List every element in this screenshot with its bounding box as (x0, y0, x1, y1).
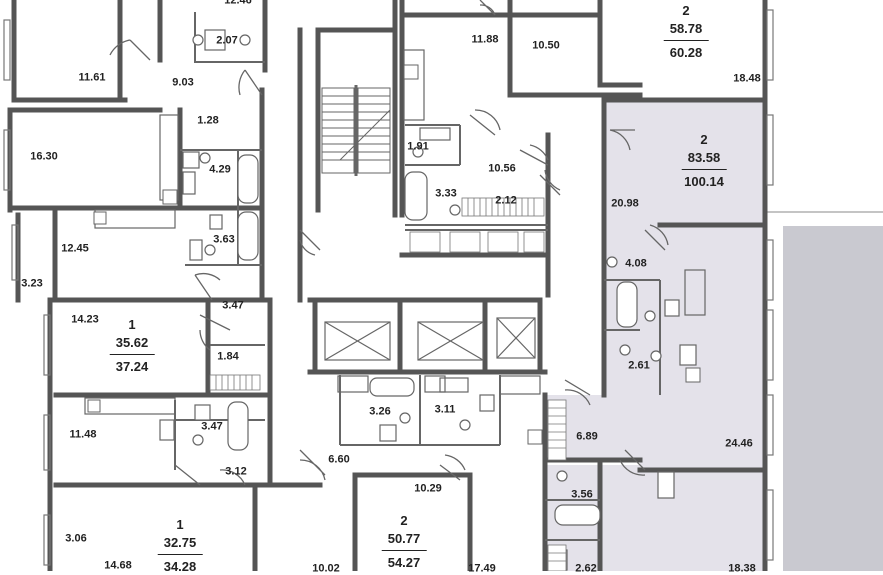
room-area-label: 3.06 (65, 532, 87, 545)
room-area-label: 1.28 (197, 114, 219, 127)
shaft-markers (87, 64, 701, 445)
room-area-label: 12.46 (224, 0, 252, 7)
room-area-label: 10.29 (414, 482, 442, 495)
radiators (209, 197, 567, 571)
apartment-total-area: 37.24 (115, 359, 149, 374)
partitions (174, 12, 661, 541)
room-area-label: 16.30 (30, 150, 58, 163)
room-area-label: 2.61 (628, 359, 650, 372)
apartment-room-count: 1 (128, 317, 136, 332)
apartment-living-area: 35.62 (109, 336, 155, 355)
room-area-label: 3.47 (201, 420, 223, 433)
room-area-label: 10.50 (532, 39, 560, 52)
apartment-living-area: 50.77 (381, 532, 427, 551)
apartment-total-area: 34.28 (163, 559, 197, 574)
room-area-label: 18.38 (728, 562, 756, 575)
room-area-label: 3.23 (21, 277, 43, 290)
apartment-summary[interactable]: 1 35.62 37.24 (109, 317, 155, 374)
room-area-label: 3.63 (213, 233, 235, 246)
room-area-label: 3.11 (434, 403, 456, 416)
apartment-summary[interactable]: 2 50.77 54.27 (381, 513, 427, 570)
room-area-label: 3.56 (571, 488, 593, 501)
staircase (321, 85, 391, 176)
room-area-label: 11.48 (69, 428, 97, 441)
windows (3, 9, 774, 566)
room-area-label: 24.46 (725, 437, 753, 450)
apartment-room-count: 2 (400, 513, 408, 528)
apartment-living-area: 83.58 (681, 151, 727, 170)
room-area-label: 10.02 (312, 562, 340, 575)
elevators (324, 317, 536, 361)
room-area-label: 4.29 (209, 163, 231, 176)
room-area-label: 6.89 (576, 430, 598, 443)
room-area-label: 11.61 (78, 71, 106, 84)
fixtures (159, 29, 697, 571)
room-area-label: 3.33 (435, 187, 457, 200)
room-area-label: 3.12 (225, 465, 247, 478)
room-area-label: 10.56 (488, 162, 516, 175)
apartment-room-count: 2 (682, 3, 690, 18)
apartment-room-count: 1 (176, 517, 184, 532)
room-area-label: 17.49 (468, 562, 496, 575)
apartment-room-count: 2 (700, 132, 708, 147)
room-area-label: 2.12 (495, 194, 517, 207)
room-area-label: 4.08 (625, 257, 647, 270)
room-area-label: 14.68 (104, 559, 132, 572)
room-area-label: 2.62 (575, 562, 597, 575)
room-area-label: 1.91 (407, 140, 429, 153)
apartment-summary[interactable]: 2 83.58 100.14 (681, 132, 727, 189)
kitchen-counters (84, 49, 706, 415)
room-area-label: 12.45 (61, 242, 89, 255)
room-area-label: 14.23 (71, 313, 99, 326)
apartment-living-area: 58.78 (663, 22, 709, 41)
room-area-label: 3.26 (369, 405, 391, 418)
room-area-label: 9.03 (172, 76, 194, 89)
room-area-label: 6.60 (328, 453, 350, 466)
apartment-summary[interactable]: 1 32.75 34.28 (157, 517, 203, 574)
room-area-label: 1.84 (217, 350, 239, 363)
apartment-total-area: 100.14 (684, 174, 724, 189)
doors (109, 0, 669, 486)
room-area-label: 11.88 (471, 33, 499, 46)
apartment-living-area: 32.75 (157, 536, 203, 555)
room-area-label: 2.07 (216, 34, 238, 47)
apartment-total-area: 54.27 (387, 555, 421, 570)
room-area-label: 18.48 (733, 72, 761, 85)
apartment-summary[interactable]: 2 58.78 60.28 (663, 3, 709, 60)
room-area-label: 3.47 (222, 299, 244, 312)
room-area-label: 20.98 (611, 197, 639, 210)
apartment-total-area: 60.28 (669, 45, 703, 60)
neighbouring-building (783, 226, 883, 571)
